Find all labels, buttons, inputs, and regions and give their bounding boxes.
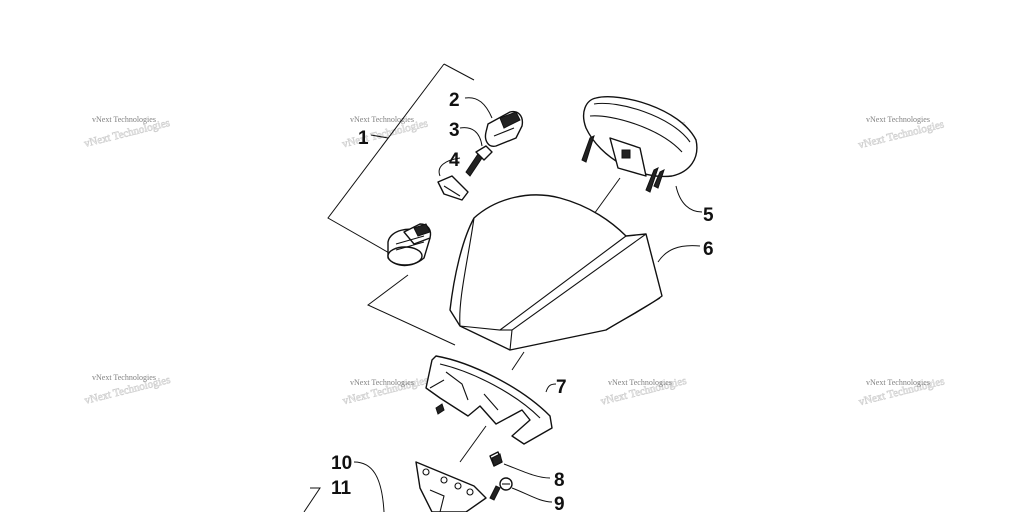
callout-3: 3 (449, 120, 460, 141)
part-switch-body (387, 223, 432, 267)
part-key (459, 127, 493, 177)
callout-11: 11 (331, 478, 352, 499)
part-screw (489, 477, 553, 503)
watermark: vNext Technologies vNext Technologies (341, 374, 430, 408)
callout-8: 8 (554, 470, 565, 491)
group-bracket (327, 63, 475, 346)
callout-4: 4 (449, 150, 460, 171)
part-lower-plate (303, 425, 487, 512)
callout-10: 10 (331, 453, 352, 474)
watermark: vNext Technologies vNext Technologies (599, 375, 688, 409)
callout-1: 1 (358, 128, 369, 149)
callout-6: 6 (703, 239, 714, 260)
watermark: vNext Technologies vNext Technologies (857, 375, 946, 409)
watermark: vNext Technologies vNext Technologies (83, 115, 172, 150)
svg-text:vNext Technologies: vNext Technologies (92, 373, 156, 382)
callout-9: 9 (554, 494, 565, 512)
part-gauge (581, 96, 703, 215)
callout-7: 7 (556, 377, 567, 398)
svg-text:vNext Technologies: vNext Technologies (350, 378, 414, 387)
watermark: vNext Technologies vNext Technologies (83, 373, 172, 407)
callout-5: 5 (703, 205, 714, 226)
watermark: vNext Technologies vNext Technologies (341, 115, 430, 151)
callout-2: 2 (449, 90, 460, 111)
part-ignition-cap (464, 97, 524, 147)
svg-text:vNext Technologies: vNext Technologies (608, 378, 672, 387)
part-bezel-ring (437, 157, 469, 201)
watermark: vNext Technologies vNext Technologies (857, 115, 946, 152)
svg-text:vNext Technologies: vNext Technologies (92, 115, 156, 124)
part-mounting-bracket (425, 351, 557, 445)
part-instrument-cover (449, 194, 701, 351)
svg-text:vNext Technologies: vNext Technologies (866, 115, 930, 124)
svg-text:vNext Technologies: vNext Technologies (866, 378, 930, 387)
callout-labels: 1 2 3 4 5 6 7 8 9 10 11 (331, 90, 714, 512)
part-spacer (489, 451, 551, 479)
svg-text:vNext Technologies: vNext Technologies (350, 115, 414, 124)
